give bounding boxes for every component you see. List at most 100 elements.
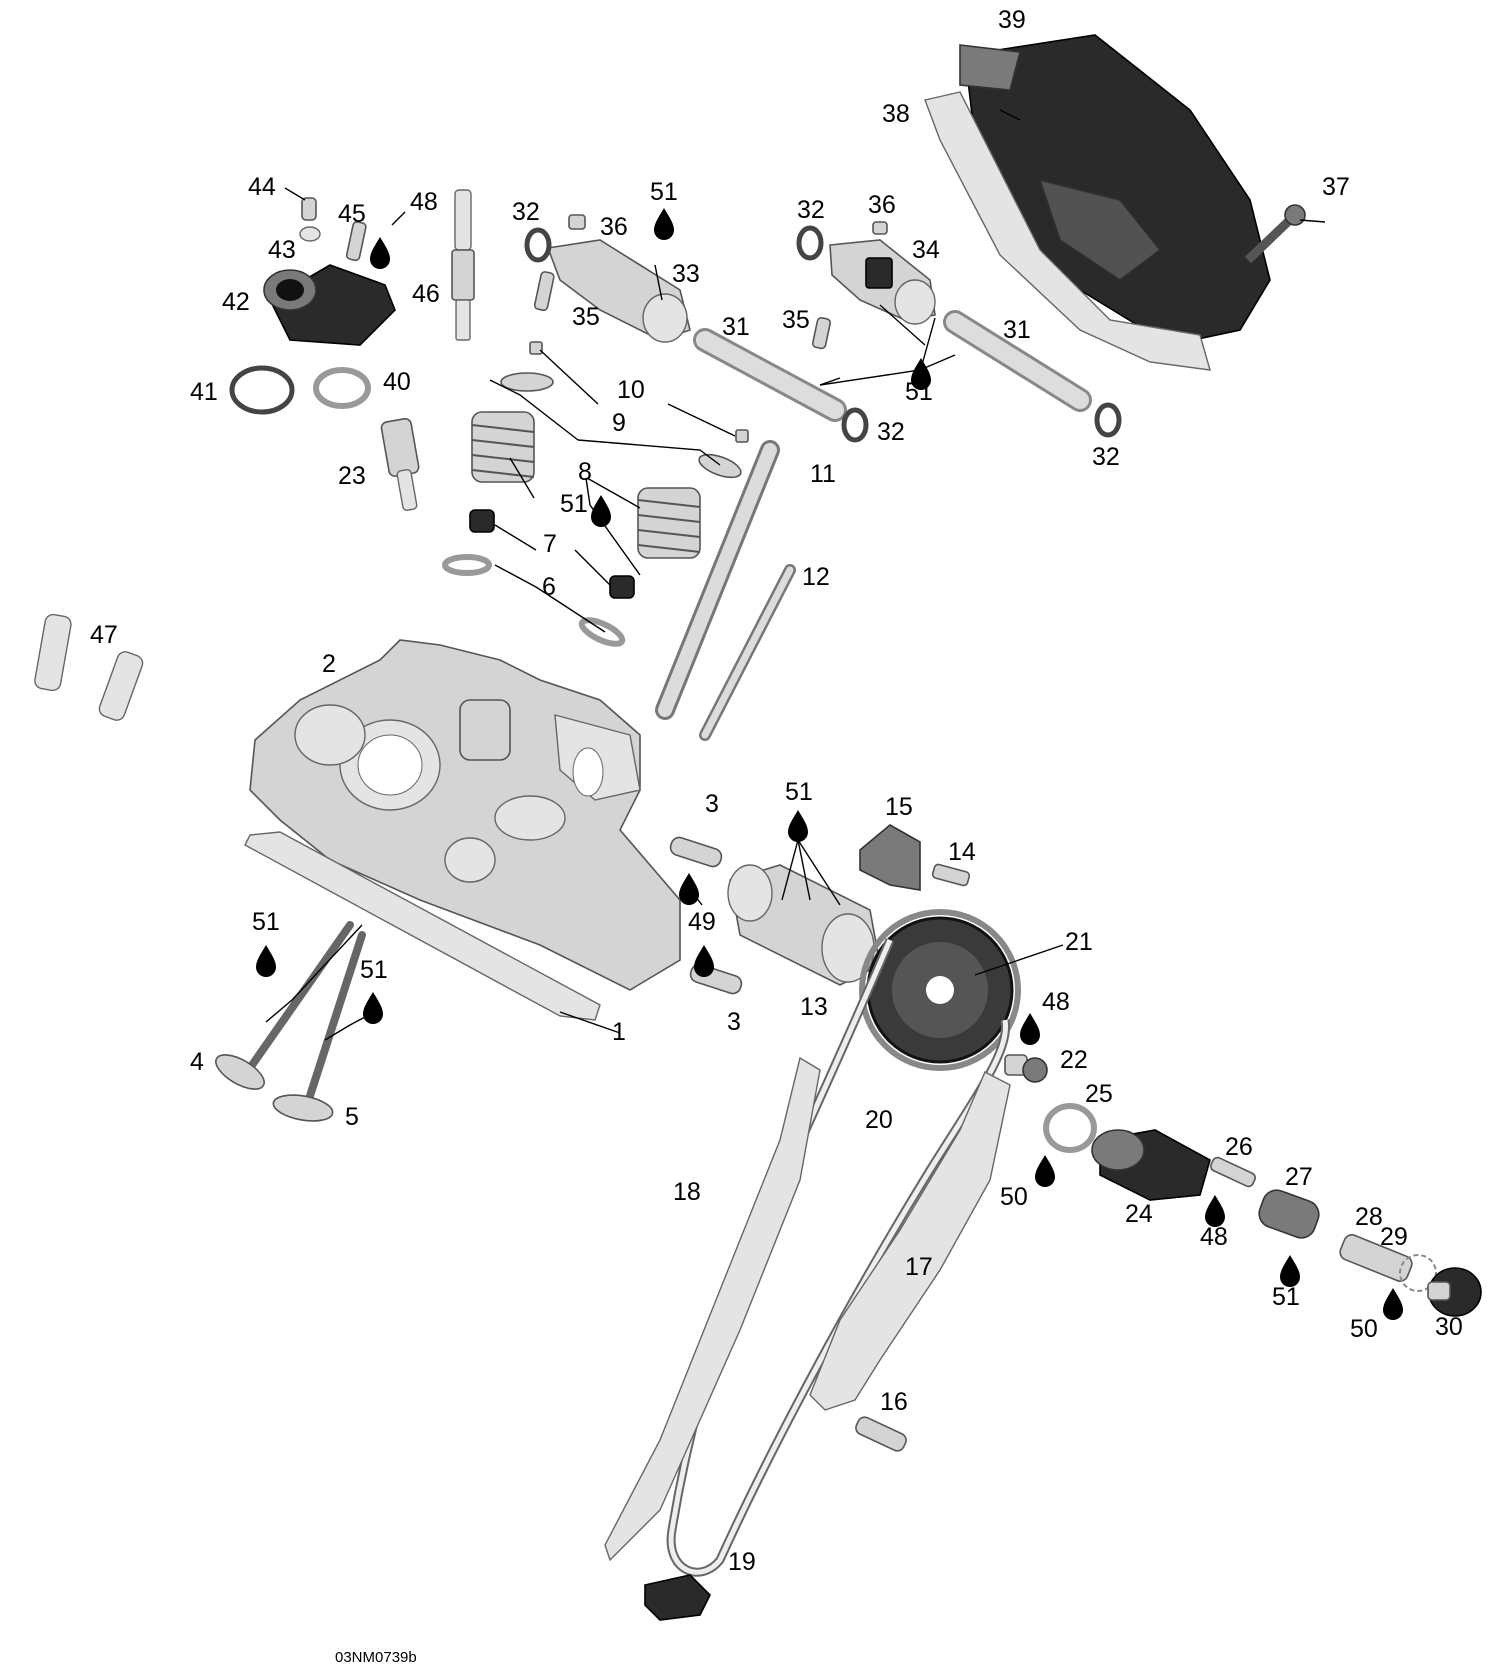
spark-plug (451, 189, 475, 341)
lubricant-drop-icon (1205, 1195, 1225, 1227)
guide-pivot-bolt (855, 1416, 907, 1452)
callout-8: 8 (578, 458, 592, 486)
lubricant-drop-icon (679, 873, 699, 905)
lubricant-drop-icons (256, 208, 1403, 1320)
camshaft (727, 864, 881, 986)
callout-48: 48 (1200, 1223, 1228, 1251)
tensioner-plunger (1258, 1189, 1320, 1239)
cylinder-head (249, 639, 681, 991)
callout-3: 3 (705, 790, 719, 818)
lubricant-drop-icon (788, 810, 808, 842)
callout-51: 51 (1272, 1283, 1300, 1311)
callout-25: 25 (1085, 1080, 1113, 1108)
spring-retainer (500, 372, 554, 392)
lubricant-drop-icon (256, 945, 276, 977)
valve-spring (471, 411, 535, 483)
water-outlet (263, 264, 396, 346)
adjuster-screw (872, 221, 888, 235)
lubricant-drop-icon (370, 237, 390, 269)
shaft-seal-ring (841, 407, 869, 443)
callout-48: 48 (410, 188, 438, 216)
chain-tensioner-guide (809, 1071, 1011, 1411)
callout-20: 20 (865, 1106, 893, 1134)
spring-retainer (698, 453, 742, 479)
lubricant-drop-icon (1020, 1013, 1040, 1045)
cylinder-head-bolt-long (658, 443, 777, 717)
shaft-seal-ring (1094, 402, 1122, 438)
callout-36: 36 (868, 191, 896, 219)
shaft-seal-ring (524, 227, 552, 263)
callout-16: 16 (880, 1388, 908, 1416)
callout-labels: 1 2 3 3 4 5 6 7 8 9 10 11 12 13 14 15 16… (90, 6, 1463, 1576)
callout-43: 43 (268, 236, 296, 264)
callout-41: 41 (190, 378, 218, 406)
valve-cover (959, 34, 1271, 346)
callout-47: 47 (90, 621, 118, 649)
callout-2: 2 (322, 650, 336, 678)
parts-artwork (34, 34, 1482, 1621)
callout-26: 26 (1225, 1133, 1253, 1161)
callout-7: 7 (543, 530, 557, 558)
valve-spring (637, 487, 701, 559)
valve-keeper (735, 429, 749, 443)
lubricant-drop-icon (911, 358, 931, 390)
washer (299, 226, 321, 242)
callout-19: 19 (728, 1548, 756, 1576)
callout-6: 6 (542, 573, 556, 601)
callout-11: 11 (810, 460, 836, 488)
rocker-pin (533, 271, 555, 312)
callout-30: 30 (1435, 1313, 1463, 1341)
chain-guide (604, 1056, 821, 1562)
cylinder-head-bolt (701, 566, 794, 739)
rocker-arm-exhaust (829, 239, 936, 325)
o-ring (229, 365, 295, 415)
callout-21: 21 (1065, 928, 1093, 956)
callout-45: 45 (338, 200, 366, 228)
callout-32: 32 (797, 196, 825, 224)
callout-37: 37 (1322, 173, 1350, 201)
temperature-sensor (380, 417, 420, 511)
callout-18: 18 (673, 1178, 701, 1206)
callout-1: 1 (612, 1018, 626, 1046)
lubricant-drop-icon (591, 495, 611, 527)
lubricant-drop-icon (694, 945, 714, 977)
shaft-seal-ring (796, 225, 824, 261)
callout-27: 27 (1285, 1163, 1313, 1191)
rocker-shaft (696, 331, 844, 419)
valve-cover-gasket (924, 91, 1211, 371)
callout-10: 10 (617, 376, 645, 404)
callout-51: 51 (560, 490, 588, 518)
valve-guide (34, 613, 72, 692)
intake-valve (215, 921, 354, 1090)
rocker-pin (811, 317, 832, 350)
callout-50: 50 (1350, 1315, 1378, 1343)
valve-stem-seal (469, 509, 495, 533)
callout-32: 32 (1092, 443, 1120, 471)
callout-31: 31 (722, 313, 750, 341)
callout-4: 4 (190, 1048, 204, 1076)
bolt (345, 221, 367, 262)
callout-49: 49 (688, 908, 716, 936)
valve-stem-seal (609, 575, 635, 599)
callout-22: 22 (1060, 1046, 1088, 1074)
callout-51: 51 (785, 778, 813, 806)
callout-38: 38 (882, 100, 910, 128)
callout-31: 31 (1003, 316, 1031, 344)
screw (301, 197, 317, 221)
callout-39: 39 (998, 6, 1026, 34)
lubricant-drop-icon (1280, 1255, 1300, 1287)
lubricant-drop-icon (1035, 1155, 1055, 1187)
adjuster-screw (568, 214, 586, 230)
callout-32: 32 (512, 198, 540, 226)
rocker-arm-intake (546, 239, 691, 343)
callout-51: 51 (360, 956, 388, 984)
callout-13: 13 (800, 993, 828, 1021)
callout-35: 35 (572, 303, 600, 331)
tensioner-housing (1091, 1129, 1211, 1201)
callout-48: 48 (1042, 988, 1070, 1016)
valve-keeper (529, 341, 543, 355)
tensioner-spring (1339, 1234, 1413, 1282)
callout-44: 44 (248, 173, 276, 201)
chain-guide-clip (644, 1574, 711, 1621)
callout-42: 42 (222, 288, 250, 316)
